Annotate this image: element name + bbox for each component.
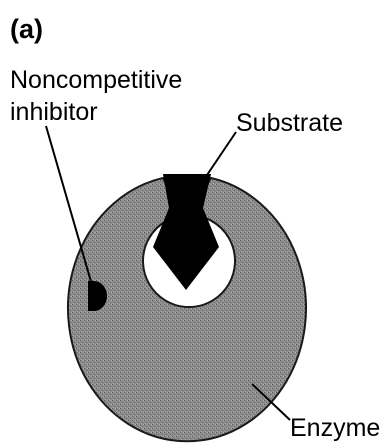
noncompetitive-inhibitor-label-line2: inhibitor	[10, 98, 98, 126]
panel-label: (a)	[10, 14, 43, 44]
substrate-leader-line	[205, 132, 236, 178]
enzyme-label: Enzyme	[290, 414, 380, 442]
inhibitor-leader-line	[46, 126, 94, 292]
noncompetitive-inhibitor-label-line1: Noncompetitive	[10, 66, 182, 94]
substrate-label: Substrate	[236, 109, 343, 137]
